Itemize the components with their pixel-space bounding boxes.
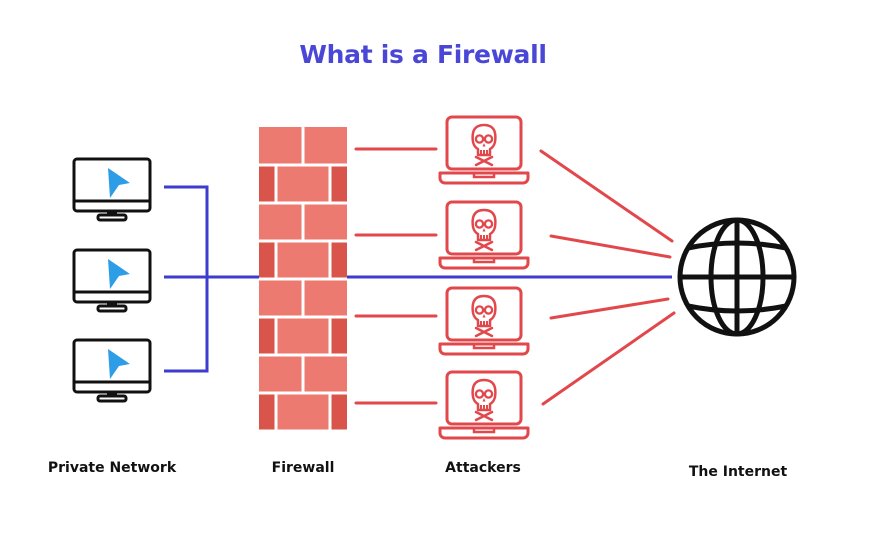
private-network-links (164, 185, 672, 373)
attackers-label: Attackers (445, 460, 521, 476)
brick (331, 394, 347, 430)
brick (259, 318, 275, 354)
brick (277, 394, 329, 430)
brick (304, 280, 347, 316)
brick (277, 166, 329, 202)
brick (331, 318, 347, 354)
brick (259, 280, 302, 316)
brick (331, 166, 347, 202)
attacker-laptop-4 (438, 370, 530, 440)
cursor-arrow-icon (108, 349, 130, 379)
firewall-label: Firewall (271, 460, 335, 476)
brick (259, 242, 275, 278)
attacker-links (354, 147, 676, 406)
brick (259, 356, 302, 392)
firewall-wall (259, 127, 347, 431)
attacker-laptop-1 (438, 115, 530, 185)
page-title: What is a Firewall (299, 40, 547, 69)
brick (277, 318, 329, 354)
brick (304, 204, 347, 240)
cursor-arrow-icon (108, 259, 130, 289)
brick (259, 127, 302, 164)
internet-label: The Internet (688, 464, 788, 480)
computer-3 (72, 338, 152, 403)
cursor-arrow-icon (108, 168, 130, 198)
brick (259, 204, 302, 240)
brick (304, 127, 347, 164)
attacker-laptop-3 (438, 286, 530, 356)
brick (331, 242, 347, 278)
private-network-label: Private Network (47, 460, 177, 476)
brick (259, 166, 275, 202)
globe-icon (677, 217, 797, 337)
brick (304, 356, 347, 392)
computer-2 (72, 248, 152, 313)
computer-1 (72, 157, 152, 222)
brick (277, 242, 329, 278)
attacker-laptop-2 (438, 200, 530, 270)
brick (259, 394, 275, 430)
link-computer-1 (164, 185, 209, 373)
